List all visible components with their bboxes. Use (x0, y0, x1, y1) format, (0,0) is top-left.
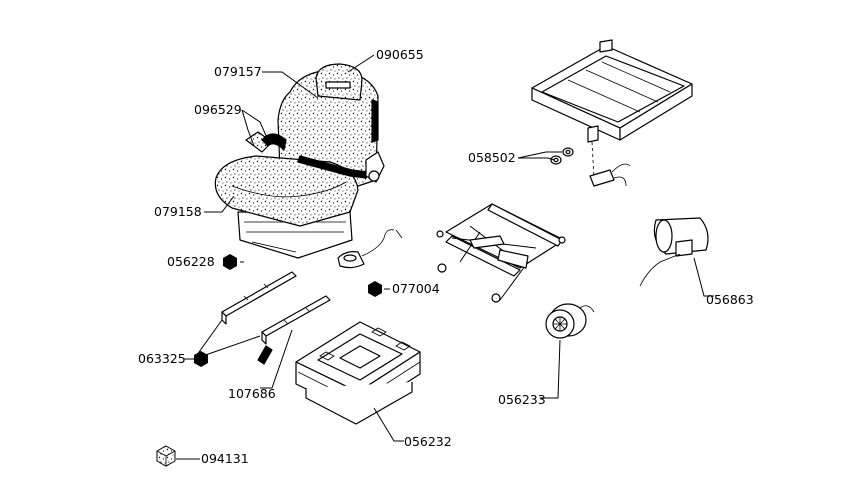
label-107686: 107686 (228, 386, 276, 401)
cube-marker-077004 (368, 281, 382, 297)
base-housing (295, 321, 421, 425)
slide-rails (221, 271, 331, 365)
label-056863: 056863 (706, 292, 754, 307)
scissor-mechanism (436, 203, 566, 303)
label-063325: 063325 (138, 351, 186, 366)
round-valve (545, 303, 595, 339)
label-056233: 056233 (498, 392, 546, 407)
label-056228: 056228 (167, 254, 215, 269)
label-090655: 090655 (376, 47, 424, 62)
height-switch (589, 163, 631, 187)
seat-belt (297, 155, 369, 179)
label-079157: 079157 (214, 64, 262, 79)
compressor (639, 217, 709, 287)
label-079158: 079158 (154, 204, 202, 219)
label-096529: 096529 (194, 102, 242, 117)
cube-marker-094131 (156, 445, 176, 467)
label-056232: 056232 (404, 434, 452, 449)
rail-handle (257, 345, 273, 365)
cube-marker-056228 (223, 254, 237, 270)
cube-marker-063325 (194, 351, 208, 367)
seat-belt-right (371, 99, 379, 143)
level-sensor (337, 229, 403, 269)
seat-assembly (214, 63, 385, 259)
headrest-handle (325, 81, 351, 89)
label-058502: 058502 (468, 150, 516, 165)
mounting-frame (531, 39, 693, 179)
label-094131: 094131 (201, 451, 249, 466)
label-077004: 077004 (392, 281, 440, 296)
part-labels: 090655 079157 096529 079158 056228 05850… (138, 47, 754, 466)
leader-lines (176, 54, 714, 460)
washer-set (550, 147, 574, 165)
